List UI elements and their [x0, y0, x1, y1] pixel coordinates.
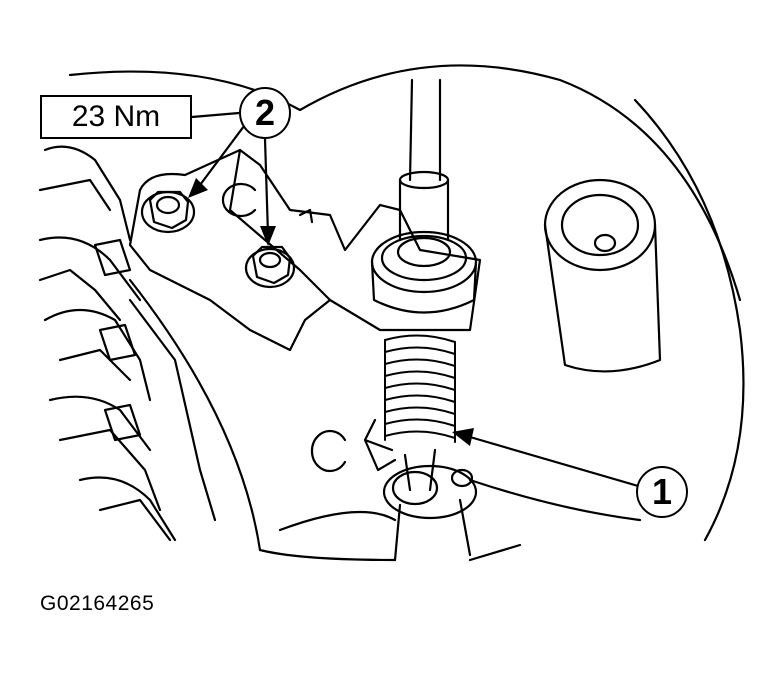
lever-end: [382, 448, 478, 562]
leader-line-1: [468, 435, 640, 488]
callout-spring: 1: [636, 466, 688, 518]
figure-id: G02164265: [40, 592, 155, 615]
arrowhead-bolt-left: [188, 178, 208, 198]
arrowhead-spring: [452, 428, 474, 446]
leader-line-2a: [198, 116, 252, 187]
left-linkage: [38, 145, 217, 542]
coil-spring: [384, 334, 456, 443]
callout-bolts: 2: [239, 87, 291, 139]
bracket-plate: [128, 148, 482, 352]
hole-mark-lower: [310, 429, 347, 473]
torque-spec-label: 23 Nm: [40, 95, 192, 139]
hole-mark-upper: [221, 182, 257, 218]
arrowhead-bolt-right: [260, 226, 276, 246]
bolt-right: [244, 245, 296, 289]
retaining-clip: [363, 418, 397, 472]
housing-lower: [128, 278, 642, 552]
leader-line-torque: [190, 111, 241, 119]
housing-bottom: [258, 543, 522, 562]
cable-grommet: [370, 230, 478, 314]
bolt-left: [140, 190, 196, 234]
leader-line-2b: [263, 137, 270, 237]
housing-right-edge: [633, 98, 745, 542]
cylinder-boss: [543, 178, 662, 373]
shift-cable: [398, 78, 450, 242]
bracket-step: [228, 148, 332, 302]
